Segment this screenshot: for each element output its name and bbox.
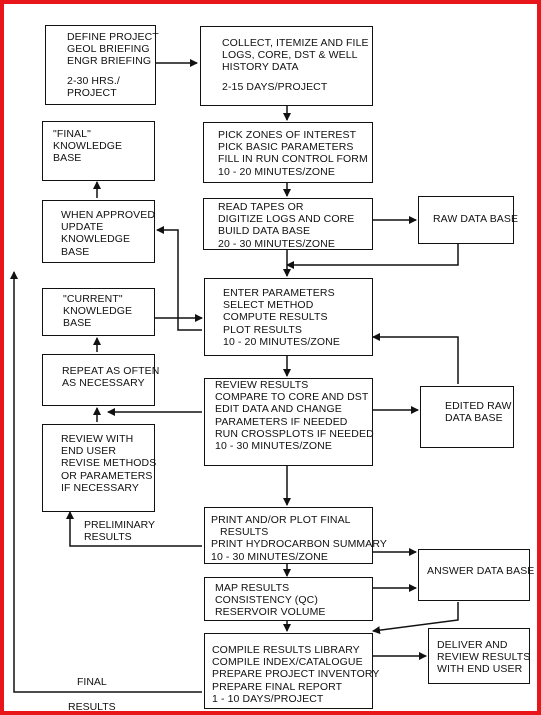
box-line: WITH END USER [437, 663, 523, 676]
arrow-answer-to-compile [372, 602, 459, 635]
box-line: COMPILE RESULTS LIBRARY [212, 644, 360, 656]
answer-data-base-box: ANSWER DATA BASE [418, 549, 535, 601]
box-line: 2-15 DAYS/PROJECT [222, 80, 328, 93]
box-line: 20 - 30 MINUTES/ZONE [218, 237, 335, 250]
edited-raw-data-base-box: EDITED RAW DATA BASE [420, 386, 514, 448]
box-line: PICK BASIC PARAMETERS [218, 141, 354, 154]
repeat-box: REPEAT AS OFTEN AS NECESSARY [42, 354, 160, 406]
box-line: "CURRENT" [63, 293, 123, 305]
box-line: BASE [61, 245, 90, 258]
current-knowledge-base-box: "CURRENT" KNOWLEDGE BASE [42, 288, 155, 336]
box-line: PREPARE FINAL REPORT [212, 680, 343, 693]
box-line: REVIEW WITH [61, 433, 134, 445]
box-line: KNOWLEDGE [53, 140, 123, 153]
arrow-rawdb-to-enter [286, 244, 459, 269]
review-with-end-user-box: REVIEW WITH END USER REVISE METHODS OR P… [42, 424, 157, 512]
box-line: DIGITIZE LOGS AND CORE [218, 213, 355, 226]
box-line: 10 - 30 MINUTES/ZONE [211, 550, 328, 563]
box-line: FILL IN RUN CONTROL FORM [218, 153, 368, 166]
box-line: EDITED RAW [445, 400, 512, 412]
box-line: DELIVER AND [437, 639, 508, 651]
collect-box: COLLECT, ITEMIZE AND FILE LOGS, CORE, DS… [200, 26, 373, 106]
arrow-final-results-loop [10, 271, 202, 693]
box-line: 1 - 10 DAYS/PROJECT [212, 692, 324, 705]
box-line: BASE [53, 152, 82, 165]
final-results-label: FINAL [77, 676, 107, 688]
box-line: RESERVOIR VOLUME [215, 606, 326, 619]
box-line: COMPUTE RESULTS [223, 311, 328, 324]
box-line: RAW DATA BASE [433, 213, 519, 225]
box-line: EDIT DATA AND CHANGE [215, 403, 342, 416]
box-line: HISTORY DATA [222, 61, 299, 74]
box-line: PRINT AND/OR PLOT FINAL [211, 514, 351, 526]
compile-results-box: COMPILE RESULTS LIBRARY COMPILE INDEX/CA… [204, 633, 380, 709]
print-plot-box: PRINT AND/OR PLOT FINAL RESULTS PRINT HY… [204, 507, 387, 564]
box-line: 10 - 30 MINUTES/ZONE [215, 440, 332, 453]
box-line: 10 - 20 MINUTES/ZONE [218, 165, 335, 178]
box-line: ENGR BRIEFING [67, 55, 152, 68]
box-line: READ TAPES OR [218, 201, 304, 213]
box-line: PARAMETERS IF NEEDED [215, 415, 348, 428]
when-approved-box: WHEN APPROVED UPDATE KNOWLEDGE BASE [42, 200, 155, 263]
box-line: BUILD DATA BASE [218, 225, 311, 238]
box-line: 2-30 HRS./ [67, 74, 120, 87]
box-line: RUN CROSSPLOTS IF NEEDED [215, 427, 374, 440]
arrow-enter-to-approved [156, 226, 202, 331]
box-line: KNOWLEDGE [63, 305, 133, 318]
box-line: WHEN APPROVED [61, 209, 156, 221]
box-line: DEFINE PROJECT [67, 31, 159, 43]
box-line: PROJECT [67, 86, 117, 99]
arrow-print-to-reviewwith [66, 511, 202, 547]
box-line: UPDATE [61, 221, 104, 234]
box-line: REVIEW RESULTS [437, 651, 531, 664]
box-line: AS NECESSARY [62, 377, 145, 390]
box-line: BASE [63, 317, 92, 330]
box-line: PRINT HYDROCARBON SUMMARY [211, 538, 387, 551]
box-line: GEOL BRIEFING [67, 43, 150, 56]
box-line: REVISE METHODS [61, 457, 157, 470]
box-line: PREPARE PROJECT INVENTORY [212, 668, 380, 681]
box-line: SELECT METHOD [223, 299, 314, 312]
box-line: LOGS, CORE, DST & WELL [222, 49, 358, 62]
box-line: COMPARE TO CORE AND DST [215, 391, 369, 404]
box-line: RESULTS [211, 526, 269, 539]
box-line: "FINAL" [53, 128, 91, 140]
arrow-edited-to-enter [372, 333, 459, 384]
box-line: OR PARAMETERS [61, 469, 153, 482]
box-line: 10 - 20 MINUTES/ZONE [223, 335, 340, 348]
raw-data-base-box: RAW DATA BASE [418, 196, 519, 244]
box-line: END USER [61, 445, 117, 458]
final-knowledge-base-box: "FINAL" KNOWLEDGE BASE [42, 121, 155, 181]
deliver-box: DELIVER AND REVIEW RESULTS WITH END USER [428, 628, 530, 684]
enter-parameters-box: ENTER PARAMETERS SELECT METHOD COMPUTE R… [204, 278, 373, 356]
box-line: MAP RESULTS [215, 582, 290, 594]
pick-zones-box: PICK ZONES OF INTEREST PICK BASIC PARAME… [203, 122, 373, 183]
final-results-label-2: RESULTS [68, 701, 116, 713]
read-tapes-box: READ TAPES OR DIGITIZE LOGS AND CORE BUI… [203, 198, 373, 250]
box-line: IF NECESSARY [61, 481, 140, 494]
preliminary-results-label: PRELIMINARY [84, 519, 155, 531]
box-line: COMPILE INDEX/CATALOGUE [212, 656, 363, 669]
box-line: REVIEW RESULTS [215, 379, 309, 391]
box-line: CONSISTENCY (QC) [215, 594, 318, 607]
preliminary-results-label-2: RESULTS [84, 531, 132, 543]
box-line: PICK ZONES OF INTEREST [218, 129, 357, 141]
map-results-box: MAP RESULTS CONSISTENCY (QC) RESERVOIR V… [204, 577, 373, 621]
box-line: ANSWER DATA BASE [427, 565, 535, 577]
box-line: DATA BASE [445, 412, 503, 425]
box-line: REPEAT AS OFTEN [62, 365, 160, 377]
box-line: COLLECT, ITEMIZE AND FILE [222, 37, 369, 49]
define-project-box: DEFINE PROJECT GEOL BRIEFING ENGR BRIEFI… [45, 25, 159, 105]
box-line: ENTER PARAMETERS [223, 287, 335, 299]
box-line: KNOWLEDGE [61, 233, 131, 246]
review-results-box: REVIEW RESULTS COMPARE TO CORE AND DST E… [204, 378, 374, 466]
box-line: PLOT RESULTS [223, 323, 303, 336]
